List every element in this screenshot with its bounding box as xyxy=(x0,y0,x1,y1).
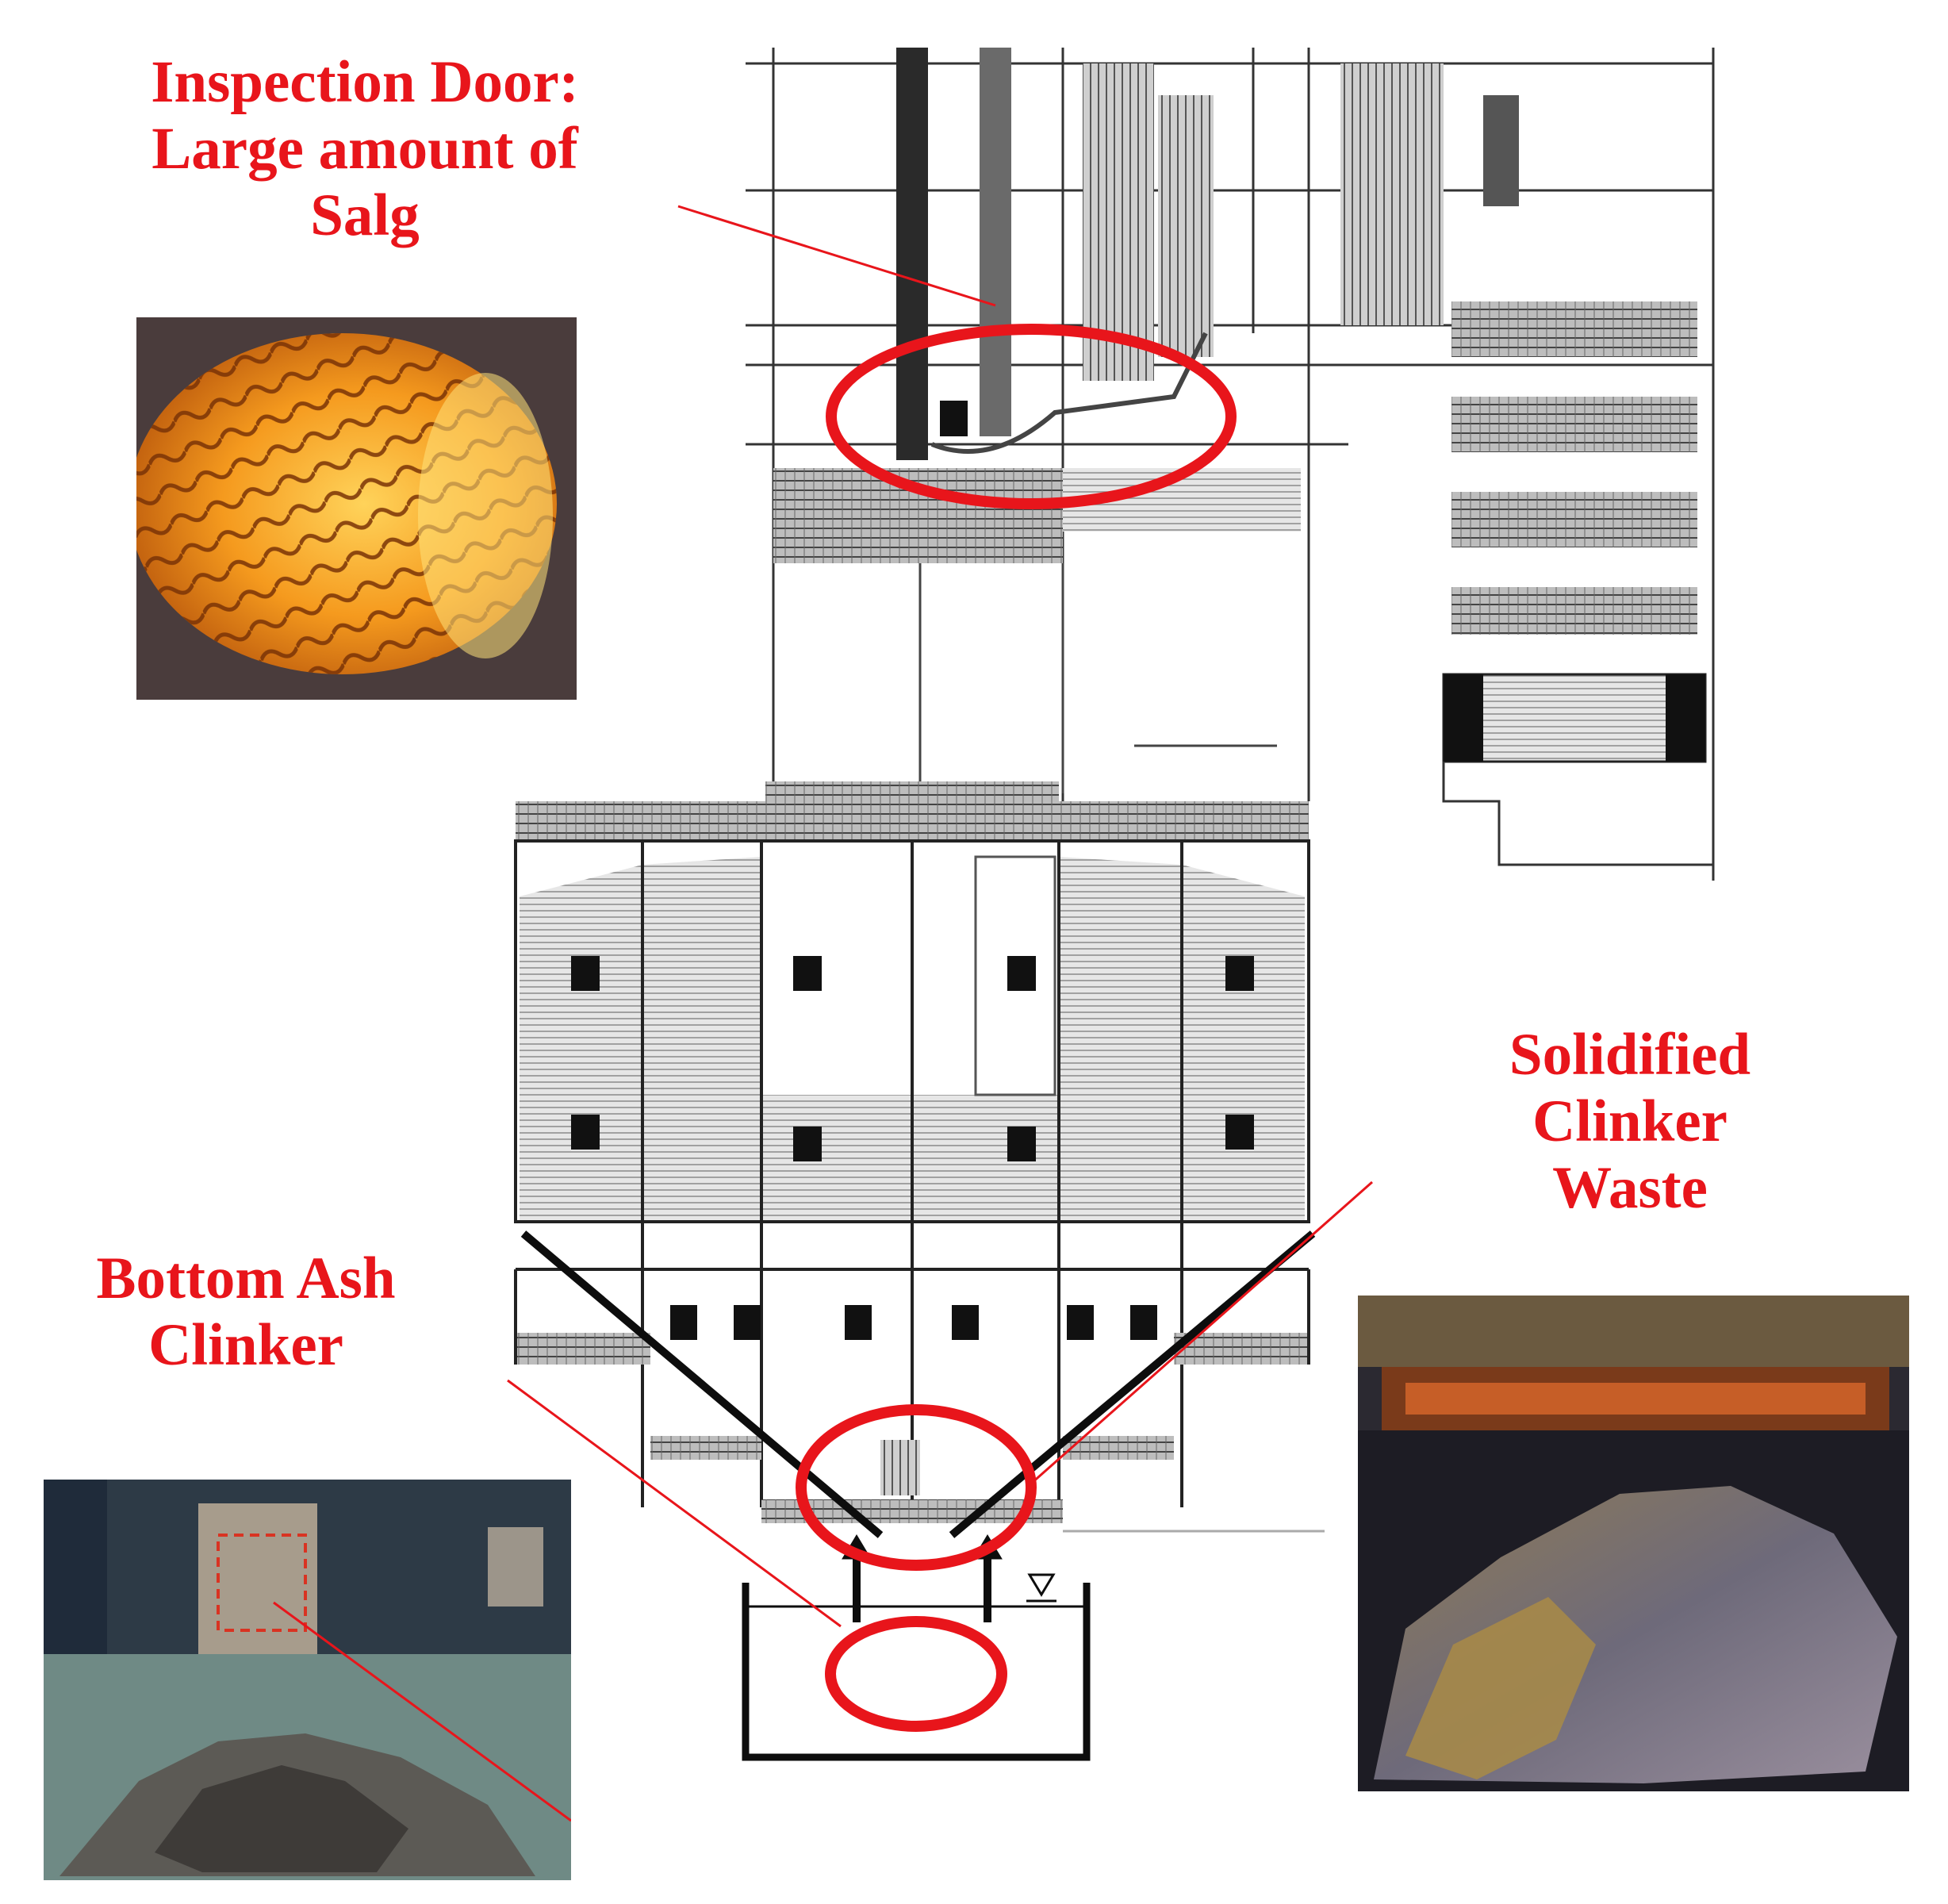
highlight-ellipse-tank xyxy=(825,1616,1007,1732)
hopper-slope-right xyxy=(949,1230,1316,1538)
superheater-bank-1 xyxy=(1083,63,1154,381)
highlight-ellipse-hopper xyxy=(796,1404,1037,1571)
burner-box xyxy=(940,401,968,436)
inspection-photo xyxy=(136,317,577,700)
superheater-bank-2 xyxy=(1158,95,1214,357)
highlight-ellipse-upper xyxy=(826,324,1237,509)
solidified-label-line2: Clinker xyxy=(1532,1088,1728,1154)
leader-lines xyxy=(507,205,1373,1628)
furnace-nose xyxy=(930,332,1208,454)
hopper-throat xyxy=(880,1440,920,1495)
inspection-door-label: Inspection Door: Large amount of Salg xyxy=(75,49,654,249)
inspection-label-line2: Large amount of xyxy=(151,116,578,182)
economizer-stack xyxy=(1442,301,1713,866)
inspection-label-line3: Salg xyxy=(310,182,420,248)
downcomer-tube-2 xyxy=(980,48,1011,436)
solidified-clinker-photo xyxy=(1358,1296,1909,1791)
bottom-ash-label: Bottom Ash Clinker xyxy=(44,1246,448,1379)
bottom-label-line1: Bottom Ash xyxy=(96,1246,396,1311)
downcomer-tube-1 xyxy=(896,48,928,460)
bottom-ash-photo xyxy=(44,1480,571,1880)
furnace-nose-band xyxy=(773,468,1063,563)
bottom-label-line2: Clinker xyxy=(148,1312,343,1378)
reheater-bank xyxy=(1340,63,1444,325)
solidified-clinker-label: Solidified Clinker Waste xyxy=(1451,1022,1808,1222)
lower-furnace xyxy=(514,781,1310,1523)
inspection-label-line1: Inspection Door: xyxy=(151,49,579,115)
hopper-slope-left xyxy=(520,1230,884,1538)
solidified-label-line3: Waste xyxy=(1552,1155,1708,1221)
inspection-doors xyxy=(571,956,1254,1340)
duct-block xyxy=(1483,95,1519,206)
solidified-label-line1: Solidified xyxy=(1509,1022,1751,1088)
